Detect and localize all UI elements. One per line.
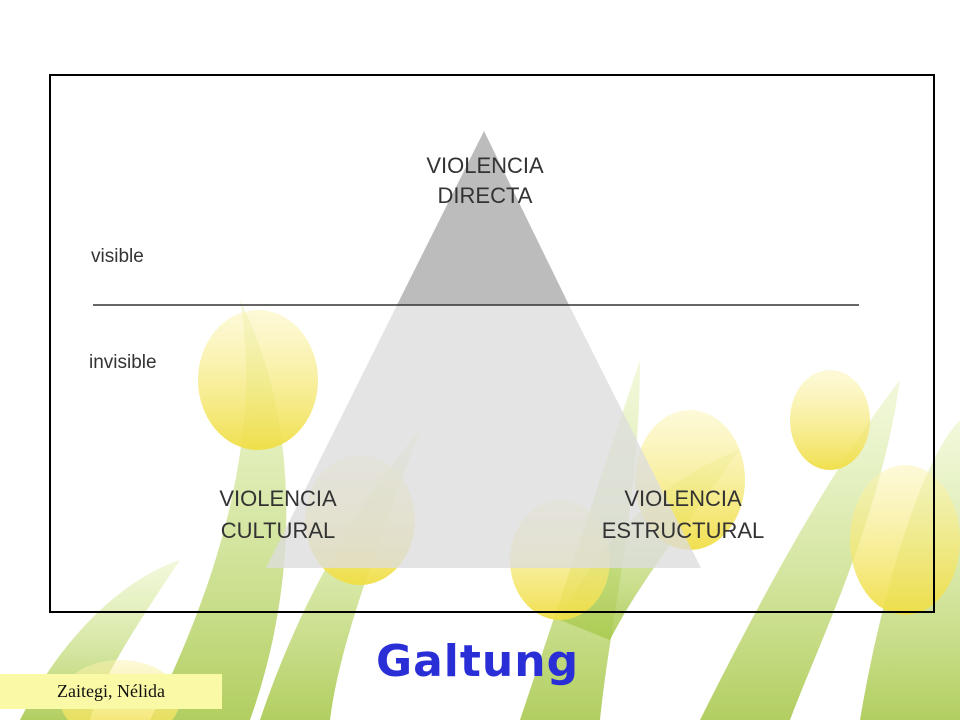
author-name: Zaitegi, Nélida (57, 681, 165, 701)
diagram-frame: visible invisible VIOLENCIA DIRECTA VIOL… (49, 74, 935, 613)
galtung-triangle-diagram: visible invisible VIOLENCIA DIRECTA VIOL… (89, 131, 859, 568)
slide-title: Galtung (376, 636, 580, 687)
left-corner-label-line2: CULTURAL (221, 518, 336, 543)
author-caption: Zaitegi, Nélida (0, 674, 222, 709)
label-invisible: invisible (89, 352, 157, 373)
label-visible: visible (91, 246, 144, 267)
apex-label-line1: VIOLENCIA (426, 153, 544, 178)
apex-label-line2: DIRECTA (438, 183, 533, 208)
left-corner-label-line1: VIOLENCIA (219, 486, 337, 511)
right-corner-label-line2: ESTRUCTURAL (602, 518, 765, 543)
right-corner-label-line1: VIOLENCIA (624, 486, 742, 511)
triangle-base-section (266, 305, 701, 568)
triangle-apex-section (397, 131, 569, 305)
